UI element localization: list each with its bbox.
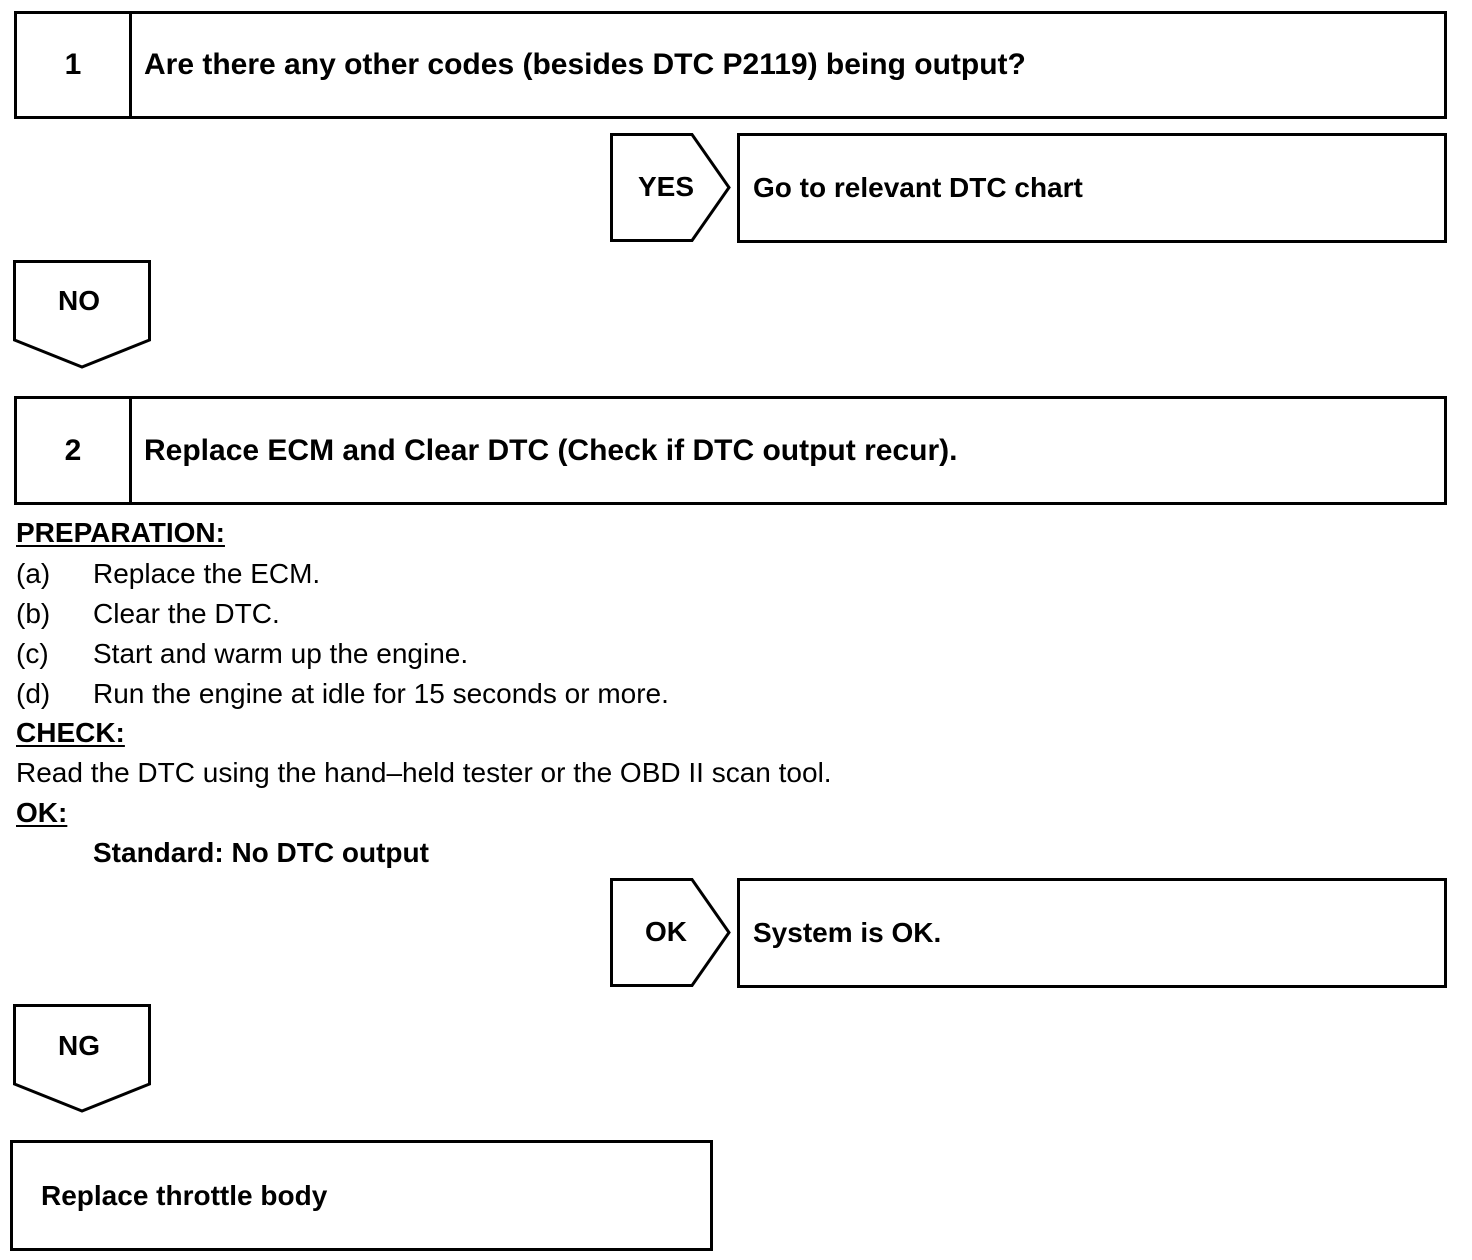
check-text: Read the DTC using the hand–held tester … [16, 757, 832, 788]
final-action-box: Replace throttle body [10, 1140, 713, 1251]
prep-item-letter: (a) [16, 558, 51, 589]
no-arrow-shape [13, 260, 151, 369]
prep-item-b: (b) Clear the DTC. [16, 598, 280, 630]
prep-item-text: Start and warm up the engine. [93, 638, 469, 669]
standard-text: Standard: No DTC output [93, 837, 429, 868]
yes-result-text: Go to relevant DTC chart [753, 172, 1083, 203]
preparation-heading: PREPARATION: [16, 517, 225, 548]
prep-item-text: Clear the DTC. [93, 598, 280, 629]
prep-item-a: (a) Replace the ECM. [16, 558, 320, 590]
ok-label: OK [645, 916, 687, 947]
check-heading: CHECK: [16, 717, 125, 748]
yes-arrow-shape [610, 133, 731, 242]
step-2-number: 2 [17, 399, 132, 502]
prep-item-letter: (c) [16, 638, 49, 669]
ok-heading: OK: [16, 797, 68, 828]
prep-item-text: Replace the ECM. [93, 558, 321, 589]
prep-item-c: (c) Start and warm up the engine. [16, 638, 468, 670]
no-label: NO [58, 285, 100, 316]
ok-result-text: System is OK. [753, 917, 942, 948]
prep-item-d: (d) Run the engine at idle for 15 seconds… [16, 678, 669, 710]
prep-item-letter: (b) [16, 598, 51, 629]
step-1-question: Are there any other codes (besides DTC P… [144, 48, 1026, 81]
prep-item-letter: (d) [16, 678, 51, 709]
step-2-box: 2 Replace ECM and Clear DTC (Check if DT… [14, 396, 1447, 505]
final-action-text: Replace throttle body [41, 1179, 328, 1211]
step-1-box: 1 Are there any other codes (besides DTC… [14, 11, 1447, 119]
yes-label: YES [637, 171, 695, 202]
ng-label: NG [58, 1030, 100, 1061]
ok-arrow-shape [610, 878, 731, 987]
step-1-number: 1 [17, 14, 132, 116]
ng-arrow-shape [13, 1004, 151, 1113]
prep-item-text: Run the engine at idle for 15 seconds or… [93, 678, 669, 709]
step-2-instruction: Replace ECM and Clear DTC (Check if DTC … [144, 433, 958, 467]
yes-result-box: Go to relevant DTC chart [737, 133, 1447, 243]
ok-result-box: System is OK. [737, 878, 1447, 988]
